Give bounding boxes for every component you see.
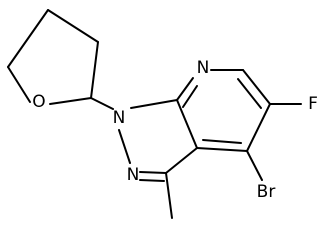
bond-c3-c3a	[165, 147, 198, 174]
bond-n2-c3-double	[139, 179, 165, 182]
oxane-ring	[7, 9, 99, 105]
bond-c3-methyl	[165, 172, 173, 219]
bond-n1-n2	[118, 129, 131, 164]
pyrazole-ring	[118, 99, 198, 182]
bond-c6-c5-double	[237, 78, 262, 109]
bond-c4-bromine	[246, 150, 263, 181]
bond-c5-c4	[246, 103, 271, 152]
bond-oxane-5	[7, 66, 31, 103]
bond-c3a-c7a	[176, 99, 198, 149]
bond-c4-c3a	[196, 147, 248, 152]
pyrazole-n1-label: N	[113, 108, 126, 128]
bond-c7a-n7	[176, 77, 194, 101]
bond-oxane-2	[47, 9, 99, 43]
bond-oxane-4	[49, 97, 92, 105]
pyridine-ring	[176, 69, 271, 152]
bond-c6-c5	[242, 69, 271, 105]
fluorine-atom-label: F	[308, 94, 318, 114]
bond-oxane-1	[7, 9, 49, 68]
bond-c7a-n7-double	[182, 85, 198, 108]
oxygen-atom-label: O	[32, 92, 45, 112]
bond-n2-c3	[139, 171, 167, 174]
pyridine-n-label: N	[197, 58, 210, 78]
bond-oxane-3	[90, 41, 99, 99]
pyrazole-n2-label: N	[127, 165, 140, 185]
bond-c4-c3a-double	[202, 139, 242, 144]
bond-c7a-n1	[130, 99, 178, 109]
bromine-atom-label: Br	[257, 182, 276, 202]
bond-oxane-to-n1	[90, 97, 114, 110]
